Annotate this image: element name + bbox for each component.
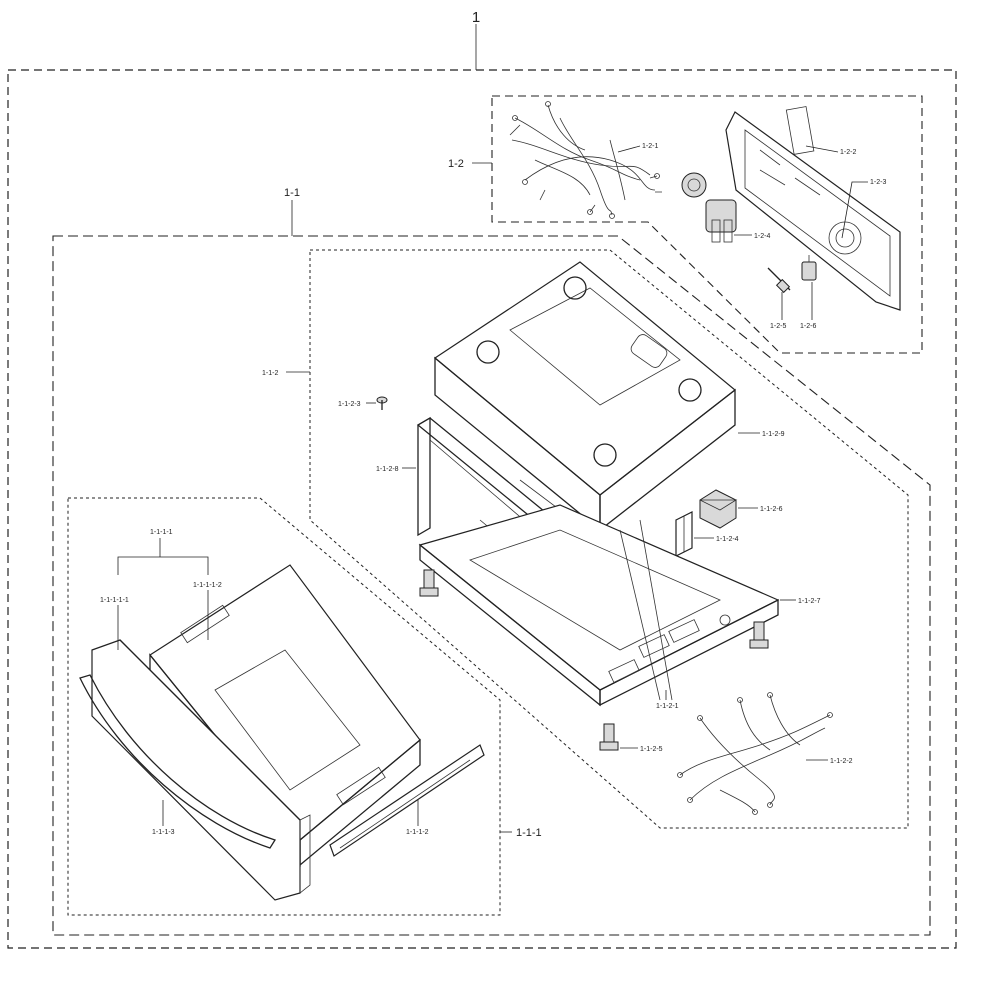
group-1-label: 1 (472, 9, 480, 26)
part-1-1-1-1-label: 1-1-1-1 (150, 529, 173, 536)
sensor-1-2-5 (767, 267, 791, 294)
part-1-1-2-5-label: 1-1-2-5 (640, 746, 663, 753)
wire-harness-1-1-2-2 (677, 692, 833, 815)
part-1-1-1-1-2-label: 1-1-1-1-2 (193, 582, 222, 589)
part-1-1-2-6-label: 1-1-2-6 (760, 506, 783, 513)
group-1-1-1-boundary (67, 497, 501, 916)
group-1-2-boundary (491, 95, 923, 354)
switch-1-2-6 (801, 255, 817, 281)
part-1-1-1-3-label: 1-1-1-3 (152, 829, 175, 836)
screw-1-1-2-3 (376, 396, 388, 410)
rod-1-1-2-1 (619, 529, 661, 701)
group-1-1-label: 1-1 (284, 187, 300, 199)
part-1-1-2-4-label: 1-1-2-4 (716, 536, 739, 543)
pedestal-base-1-1-2-7 (418, 504, 780, 707)
bracket-1-1-2-4 (675, 511, 693, 557)
part-1-2-1-label: 1-2-1 (642, 143, 658, 150)
slide-rail-1-1-1-2 (329, 744, 485, 857)
part-1-1-1-2-label: 1-1-1-2 (406, 829, 429, 836)
rod-1-1-2-1-b (639, 519, 673, 701)
group-1-2-label: 1-2 (448, 158, 464, 170)
part-1-1-2-2-label: 1-1-2-2 (830, 758, 853, 765)
group-1-1-2-label: 1-1-2 (262, 370, 278, 377)
part-1-2-1-leader (617, 145, 641, 153)
group-1-boundary (7, 69, 957, 949)
control-panel-bracket (725, 106, 901, 311)
part-1-1-2-3-label: 1-1-2-3 (338, 401, 361, 408)
part-1-1-2-7-label: 1-1-2-7 (798, 598, 821, 605)
part-1-2-3-label: 1-2-3 (870, 179, 886, 186)
part-1-2-2-leader (805, 145, 839, 153)
group-1-1-boundary (52, 235, 931, 936)
group-1-1-1-label: 1-1-1 (516, 827, 542, 839)
part-1-2-2-label: 1-2-2 (840, 149, 856, 156)
water-valve-1-2-4 (681, 172, 737, 243)
group-1-1-2-boundary (309, 249, 909, 829)
drawer-front-panel-1-1-1-1-1 (79, 639, 311, 901)
part-1-1-1-1-1-label: 1-1-1-1-1 (100, 597, 129, 604)
part-1-1-2-8-label: 1-1-2-8 (376, 466, 399, 473)
terminal-box-1-1-2-6 (699, 489, 738, 529)
part-1-1-2-9-label: 1-1-2-9 (762, 431, 785, 438)
wire-harness-1-2-1 (509, 101, 662, 219)
part-1-2-4-label: 1-2-4 (754, 233, 770, 240)
part-1-1-2-1-label: 1-1-2-1 (656, 703, 679, 710)
pedestal-top-cover-1-1-2-9 (433, 261, 736, 532)
leveling-legs-1-1-2-5 (419, 569, 769, 751)
part-1-2-6-label: 1-2-6 (800, 323, 816, 330)
part-1-2-3-leader (841, 181, 868, 239)
part-1-2-5-label: 1-2-5 (770, 323, 786, 330)
part-1-1-1-1-bracket (117, 556, 209, 575)
